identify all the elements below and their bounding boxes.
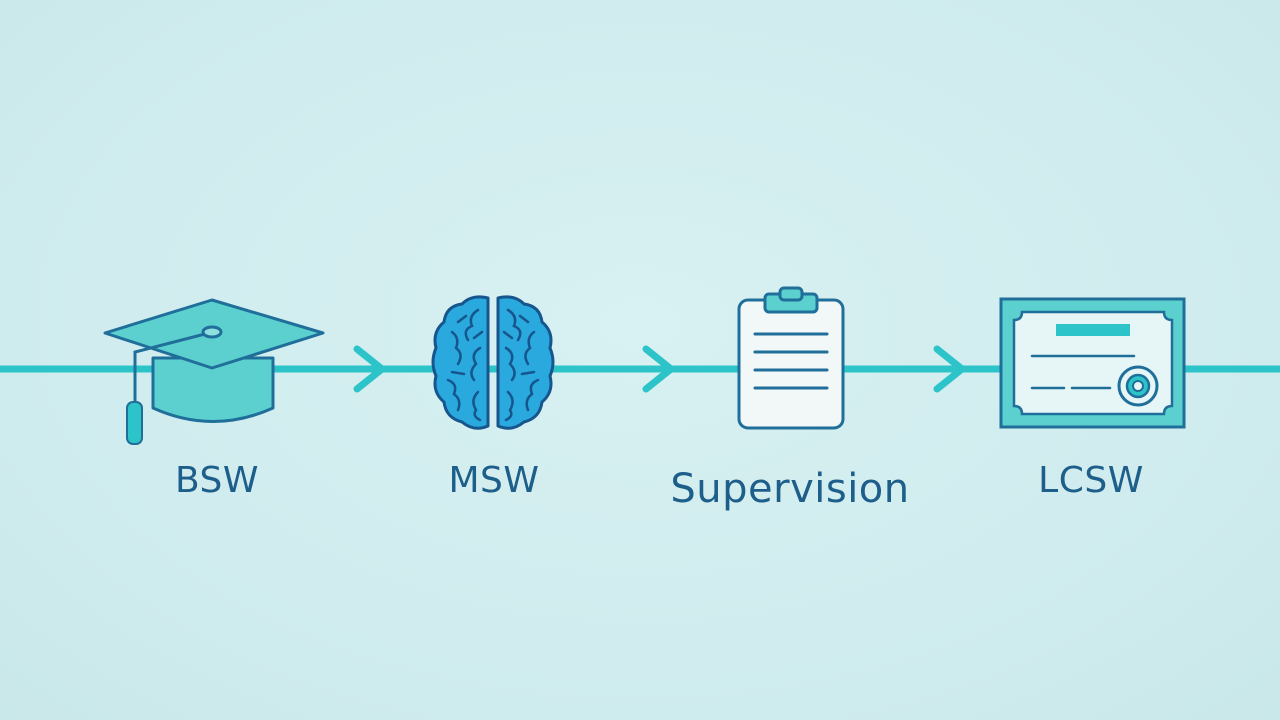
- stage-label-supervision: Supervision: [670, 466, 910, 512]
- brain-icon: [431, 295, 555, 430]
- certificate-icon: [999, 297, 1186, 429]
- clipboard-icon: [737, 286, 845, 430]
- chevron-right-icon: [353, 345, 386, 393]
- stage-bsw: [95, 290, 335, 450]
- stage-supervision: [735, 286, 847, 432]
- stage-label-msw: MSW: [448, 460, 540, 501]
- stage-msw: [428, 292, 558, 434]
- stage-label-bsw: BSW: [174, 460, 260, 501]
- chevron-right-icon: [642, 345, 675, 393]
- chevron-right-icon: [933, 345, 966, 393]
- graduation-cap-icon: [103, 298, 325, 445]
- stage-label-lcsw: LCSW: [1038, 460, 1144, 501]
- stage-lcsw: [998, 296, 1188, 430]
